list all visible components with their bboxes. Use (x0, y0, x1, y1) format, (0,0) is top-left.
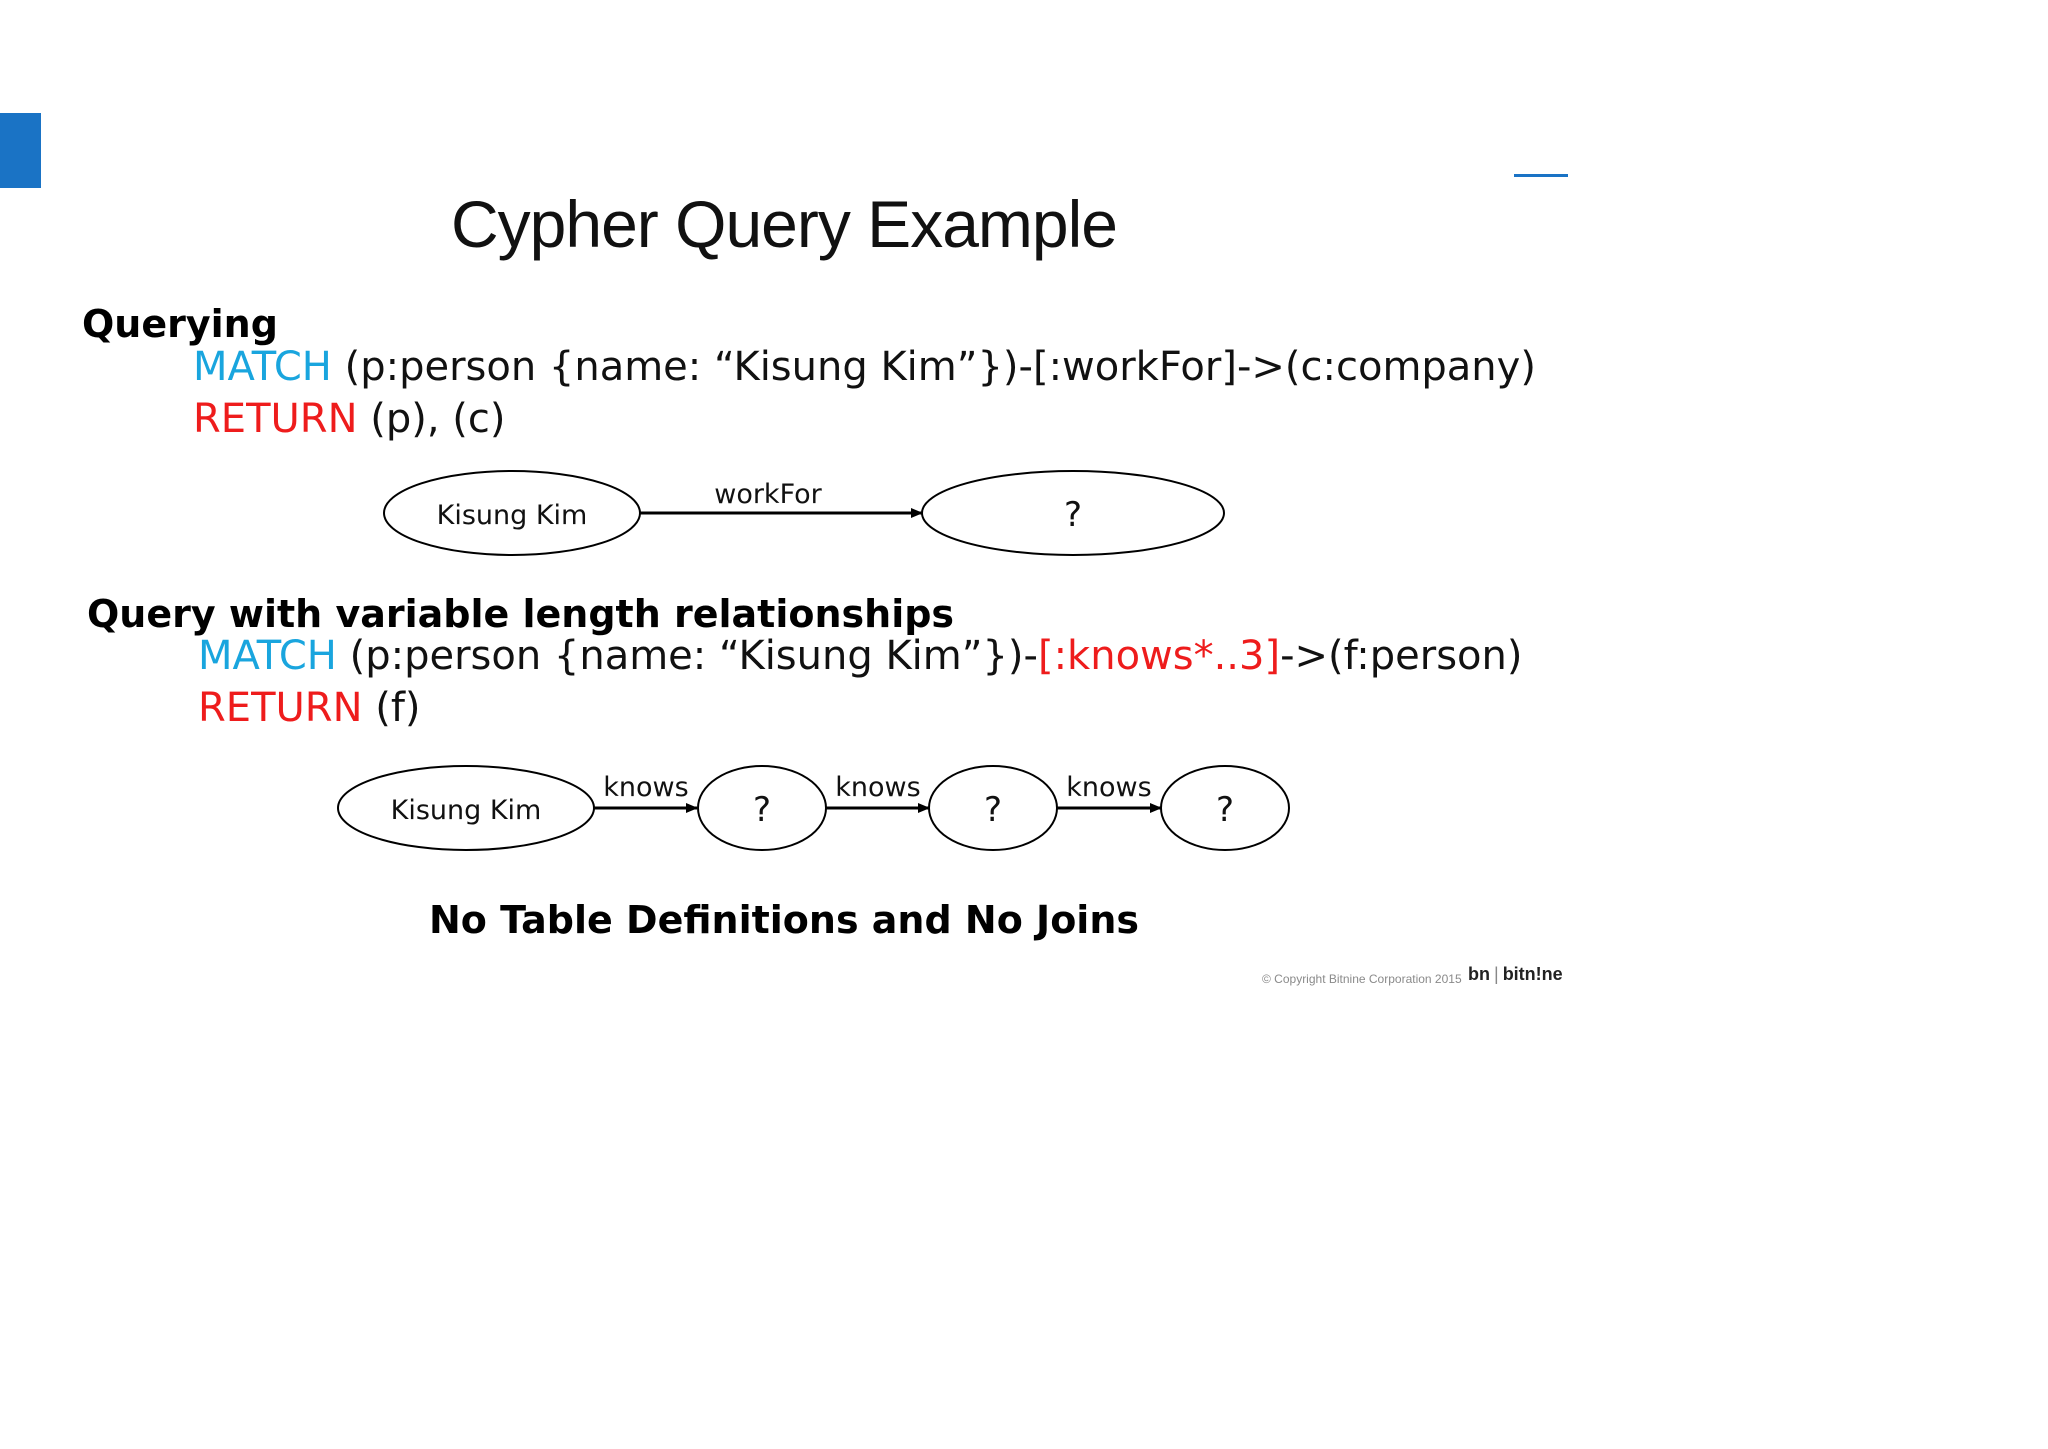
query2-return-line: RETURN (f) (198, 685, 421, 731)
match-keyword: MATCH (193, 344, 332, 390)
accent-block (0, 113, 41, 188)
return-values: (p), (c) (357, 396, 506, 442)
query1-match-line: MATCH (p:person {name: “Kisung Kim”})-[:… (193, 344, 1536, 390)
match-pattern-pre: (p:person {name: “Kisung Kim”})- (336, 633, 1038, 679)
edge-label: knows (835, 772, 920, 803)
query1-return-line: RETURN (p), (c) (193, 396, 505, 442)
node-label: ? (753, 790, 771, 830)
copyright-text: © Copyright Bitnine Corporation 2015 (1262, 972, 1462, 986)
node-label: ? (1216, 790, 1234, 830)
edge-label: knows (603, 772, 688, 803)
node-label: ? (984, 790, 1002, 830)
edge-label: workFor (714, 479, 822, 510)
variable-length-relationship: [:knows*..3] (1037, 633, 1281, 679)
node-label: ? (1064, 495, 1082, 535)
logo-divider: | (1494, 964, 1499, 984)
return-keyword: RETURN (198, 685, 363, 731)
return-values: (f) (362, 685, 421, 731)
diagram-knows-chain: Kisung Kim knows ? knows ? knows ? (337, 765, 1290, 851)
bitnine-logo: bn|bitn!ne (1468, 964, 1563, 985)
edge-label: knows (1066, 772, 1151, 803)
variable-length-heading: Query with variable length relationships (87, 592, 955, 636)
node-label: Kisung Kim (391, 795, 542, 826)
match-keyword: MATCH (198, 633, 337, 679)
accent-line (1514, 174, 1568, 177)
match-pattern: (p:person {name: “Kisung Kim”})-[:workFo… (331, 344, 1536, 390)
logo-mark: bn (1468, 964, 1490, 984)
slide-title: Cypher Query Example (451, 187, 1118, 261)
slide: Cypher Query Example Querying MATCH (p:p… (0, 113, 1568, 986)
match-pattern-post: ->(f:person) (1280, 633, 1523, 679)
node-label: Kisung Kim (437, 500, 588, 531)
node-unknown (1160, 765, 1290, 851)
return-keyword: RETURN (193, 396, 358, 442)
graph-diagrams: Kisung Kim workFor ? Kisung Kim knows ? … (337, 470, 1290, 851)
querying-heading: Querying (82, 302, 278, 346)
query2-match-line: MATCH (p:person {name: “Kisung Kim”})-[:… (198, 633, 1522, 679)
diagram-workfor: Kisung Kim workFor ? (383, 470, 1225, 556)
footer-note: No Table Definitions and No Joins (429, 898, 1139, 942)
logo-text: bitn!ne (1502, 964, 1563, 984)
node-unknown (921, 470, 1225, 556)
